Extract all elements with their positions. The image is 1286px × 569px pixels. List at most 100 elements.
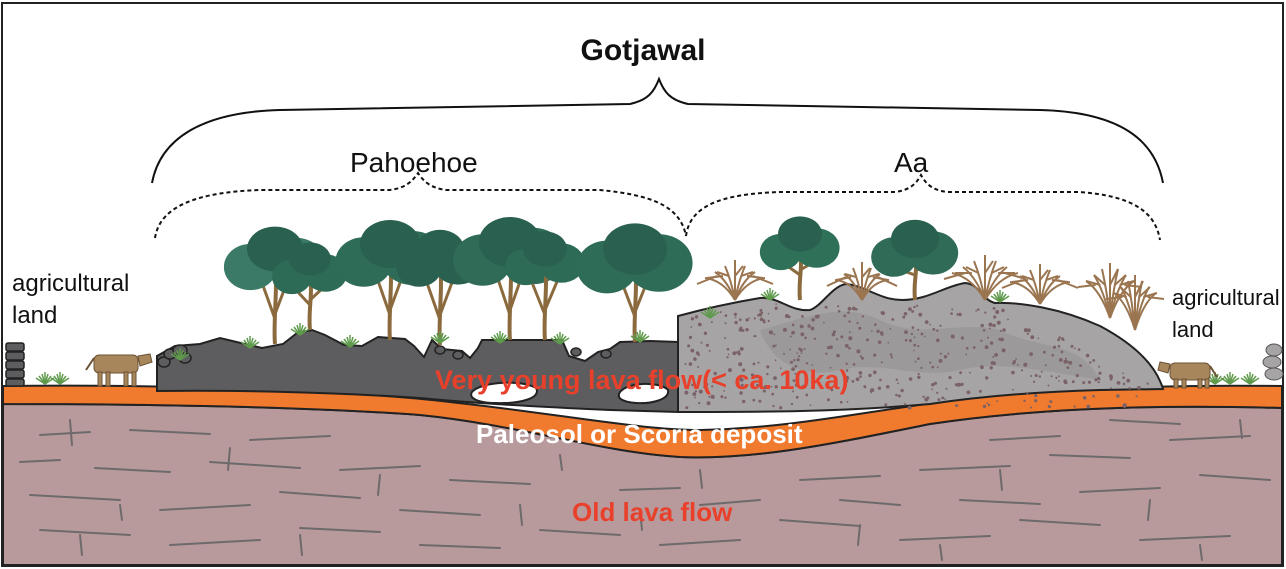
aa-speckle — [740, 383, 744, 387]
aa-speckle — [703, 331, 708, 335]
aa-scoria-speckles — [684, 303, 1149, 410]
aa-speckle — [1071, 380, 1075, 384]
aa-speckle — [1058, 380, 1060, 382]
old-lava-crack — [279, 491, 361, 499]
aa-speckle — [936, 329, 939, 332]
aa-speckle — [917, 375, 921, 379]
aa-speckle — [913, 305, 916, 309]
aa-speckle — [1030, 335, 1035, 340]
aa-speckle — [1058, 375, 1060, 378]
aa-speckle — [830, 388, 834, 392]
old-lava-crack — [1109, 419, 1181, 425]
aa-speckle — [767, 319, 770, 323]
aa-speckle — [1007, 318, 1009, 321]
old-lava-crack — [539, 529, 621, 536]
grass-blade — [639, 335, 650, 343]
aa-speckle — [727, 353, 730, 356]
aa-speckle — [688, 335, 693, 339]
gotjawal-brace — [151, 76, 1164, 184]
aa-speckle — [824, 305, 828, 309]
old-lava-crack — [899, 535, 991, 541]
aa-speckle — [900, 388, 904, 393]
dry-shrub — [696, 260, 774, 301]
aa-speckle — [844, 344, 849, 348]
aa-speckle — [929, 361, 932, 364]
aa-speckle — [868, 373, 872, 378]
aa-speckle — [987, 403, 991, 407]
pahoehoe-forest — [223, 217, 693, 346]
aa-speckle — [1116, 381, 1121, 385]
aa-speckle — [787, 315, 791, 319]
aa-speckle — [734, 316, 737, 319]
aa-speckle — [1094, 378, 1098, 382]
young-lava-flow-label: Very young lava flow(< ca. 10ka) — [435, 365, 849, 395]
aa-speckle — [996, 320, 1001, 325]
aa-speckle — [866, 338, 869, 342]
aa-speckle — [1012, 388, 1014, 391]
aa-speckle — [805, 362, 809, 365]
aa-speckle — [908, 377, 913, 381]
aa-speckle — [771, 392, 775, 396]
aa-speckle — [754, 335, 757, 338]
aa-speckle — [811, 364, 814, 366]
agricultural-land-right-label: agricultural land — [1172, 285, 1280, 342]
aa-speckle — [802, 384, 805, 387]
aa-speckle — [816, 314, 820, 319]
paleosol-layer — [1, 384, 1283, 459]
aa-speckle — [836, 338, 839, 341]
aa-speckle — [987, 336, 989, 339]
aa-speckle — [1043, 350, 1046, 354]
aa-speckle — [920, 332, 924, 336]
aa-speckle — [1020, 369, 1024, 372]
aa-speckle — [995, 310, 1000, 314]
aa-speckle — [978, 389, 982, 393]
tree-canopy — [416, 229, 464, 269]
aa-speckle — [791, 331, 794, 335]
aa-speckle — [789, 335, 792, 338]
aa-speckle — [880, 311, 884, 315]
old-lava-crack — [779, 519, 861, 527]
aa-speckle — [697, 379, 700, 382]
aa-speckle — [757, 314, 760, 317]
grass-blade — [299, 328, 310, 336]
aa-speckle — [724, 396, 727, 399]
aa-speckle — [917, 328, 920, 331]
aa-speckle — [913, 343, 917, 347]
aa-speckle — [726, 347, 730, 351]
aa-speckle — [858, 371, 863, 375]
old-lava-crack — [129, 429, 211, 435]
aa-speckle — [1064, 357, 1067, 360]
aa-speckle — [738, 362, 743, 367]
aa-speckle — [698, 389, 703, 394]
aa-speckle — [711, 385, 714, 388]
aa-speckle — [920, 366, 923, 369]
aa-speckle — [969, 371, 971, 374]
aa-speckle — [738, 327, 743, 332]
aa-speckle — [1026, 332, 1030, 335]
aa-speckle — [732, 351, 737, 356]
aa-speckle — [954, 383, 959, 387]
aa-speckle — [944, 398, 946, 400]
aa-speckle — [874, 323, 877, 326]
old-lava-crack — [119, 504, 123, 521]
aa-brace — [685, 172, 1161, 241]
shrub-twig — [1039, 269, 1049, 281]
aa-speckle — [856, 321, 859, 325]
aa-speckle — [897, 382, 899, 385]
shrub-twig — [1147, 296, 1165, 300]
aa-speckle — [941, 396, 945, 400]
shrub-twig — [706, 275, 724, 279]
aa-speckle — [752, 362, 756, 366]
shrub-twig — [1105, 296, 1123, 300]
shrub-twig — [965, 266, 979, 274]
old-lava-crack — [69, 419, 73, 446]
aa-speckle — [708, 349, 711, 352]
aa-speckle — [790, 402, 794, 406]
grass-tuft — [990, 290, 1010, 303]
grass-tuft — [290, 323, 310, 336]
grass-tuft — [430, 331, 450, 344]
aa-speckle — [762, 389, 766, 393]
aa-speckle — [887, 341, 890, 344]
shrub-twig — [752, 275, 774, 285]
aa-speckle — [1097, 381, 1100, 384]
